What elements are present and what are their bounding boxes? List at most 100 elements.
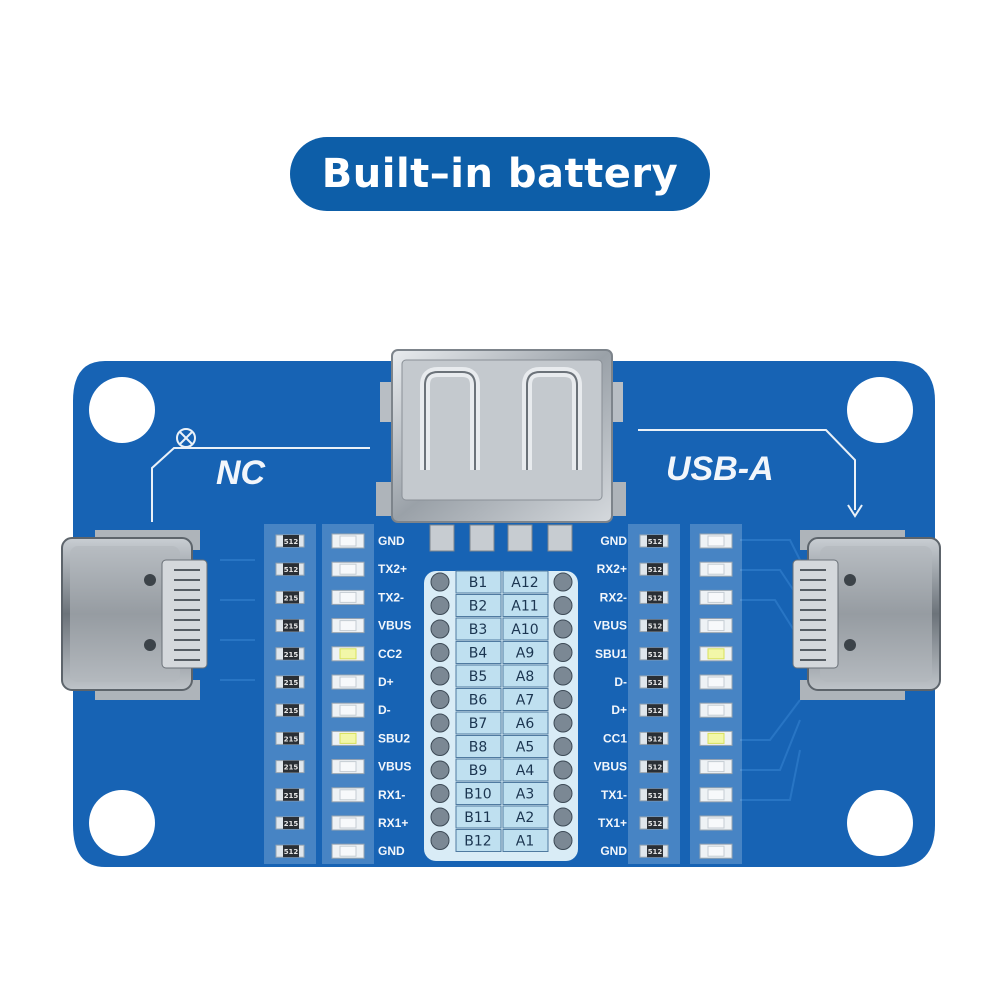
led-off <box>339 704 357 716</box>
resistor-code: 512 <box>284 848 299 856</box>
left-pin-label: SBU2 <box>378 731 410 745</box>
header-hole <box>430 760 450 780</box>
right-resistor-column <box>628 524 680 864</box>
a-pin-label: A2 <box>516 810 534 826</box>
header-hole <box>430 643 450 662</box>
a-pin-cell <box>502 688 549 711</box>
header-hole <box>553 737 573 756</box>
led-lit <box>339 732 357 744</box>
led-off <box>707 535 725 547</box>
b-pin-label: B7 <box>469 716 488 732</box>
b-pin-cell <box>455 594 502 617</box>
banner-text: Built–in battery <box>321 151 679 197</box>
led-off <box>339 535 357 547</box>
header-hole <box>553 690 573 709</box>
resistor-body <box>647 619 663 632</box>
b-pin-cell <box>455 758 502 782</box>
led-off <box>707 845 725 857</box>
a-pin-cell <box>502 829 549 852</box>
resistor-body <box>283 591 299 604</box>
resistor-code: 512 <box>648 764 663 772</box>
header-hole <box>430 831 450 850</box>
header-hole <box>553 643 573 662</box>
resistor-body <box>283 647 299 660</box>
resistor-code: 215 <box>284 735 299 743</box>
b-pin-cell <box>455 805 502 829</box>
resistor-code: 512 <box>648 566 663 574</box>
left-pin-label: TX2+ <box>378 562 407 576</box>
resistor-body <box>283 817 299 829</box>
led-off <box>707 761 725 773</box>
resistor-code: 512 <box>284 566 299 574</box>
usb-c-port-icon <box>61 530 208 700</box>
header-hole <box>430 666 450 686</box>
a-pin-cell <box>502 570 549 594</box>
left-pin-label: GND <box>378 844 405 858</box>
b-pin-label: B4 <box>469 646 488 662</box>
a-pin-label: A6 <box>516 716 535 732</box>
b-pin-cell <box>455 664 502 688</box>
resistor-body <box>647 788 663 801</box>
resistor-body <box>283 845 299 858</box>
led-off <box>707 704 725 716</box>
resistor-code: 512 <box>648 594 663 602</box>
resistor-code: 215 <box>284 820 299 828</box>
resistor-code: 512 <box>648 848 663 856</box>
a-pin-label: A12 <box>511 575 538 591</box>
usb-c-port-icon <box>792 530 941 700</box>
resistor-body <box>283 704 299 717</box>
b-pin-label: B3 <box>469 622 488 638</box>
header-hole <box>430 784 450 803</box>
left-pin-label: CC2 <box>378 647 402 661</box>
resistor-body <box>647 760 663 773</box>
header-hole <box>430 619 450 639</box>
resistor-body <box>283 535 299 547</box>
led-off <box>339 591 357 603</box>
b-pin-cell <box>455 829 502 852</box>
b-pin-cell <box>455 688 502 711</box>
b-pin-cell <box>455 570 502 594</box>
resistor-code: 215 <box>284 679 299 687</box>
b-pin-label: B1 <box>469 575 488 591</box>
b-pin-cell <box>455 735 502 758</box>
led-off <box>707 563 725 575</box>
header-hole <box>553 784 573 803</box>
right-pin-label: TX1+ <box>598 816 627 830</box>
resistor-body <box>647 676 663 688</box>
resistor-body <box>283 676 299 688</box>
resistor-code: 512 <box>648 735 663 743</box>
header-hole <box>553 619 573 639</box>
led-off <box>339 761 357 773</box>
left-pin-label: VBUS <box>378 619 411 633</box>
header-hole <box>430 807 450 827</box>
led-off <box>707 591 725 603</box>
b-pin-label: B10 <box>464 787 491 803</box>
resistor-body <box>647 591 663 604</box>
led-off <box>339 676 357 688</box>
banner-badge: Built–in battery <box>290 137 710 211</box>
header-hole <box>430 737 450 756</box>
right-pin-label: CC1 <box>603 731 627 745</box>
right-pin-label: D+ <box>611 703 627 717</box>
a-pin-cell <box>502 735 549 758</box>
b-pin-label: B5 <box>469 669 488 685</box>
left-pin-label: RX1+ <box>378 816 408 830</box>
resistor-code: 512 <box>648 792 663 800</box>
resistor-body <box>283 732 299 745</box>
resistor-code: 512 <box>284 538 299 546</box>
usb-a-port-icon <box>376 349 626 552</box>
led-lit <box>339 648 357 660</box>
right-pin-label: RX2+ <box>597 562 627 576</box>
header-hole <box>553 760 573 780</box>
resistor-code: 215 <box>284 623 299 631</box>
right-pin-label: VBUS <box>594 760 627 774</box>
b-pin-label: B12 <box>464 834 491 850</box>
resistor-body <box>647 563 663 576</box>
resistor-code: 512 <box>648 538 663 546</box>
silkscreen-lines <box>151 429 863 522</box>
right-pin-label: TX1- <box>601 788 627 802</box>
resistor-code: 512 <box>648 820 663 828</box>
header-hole <box>553 666 573 686</box>
led-off <box>707 676 725 688</box>
